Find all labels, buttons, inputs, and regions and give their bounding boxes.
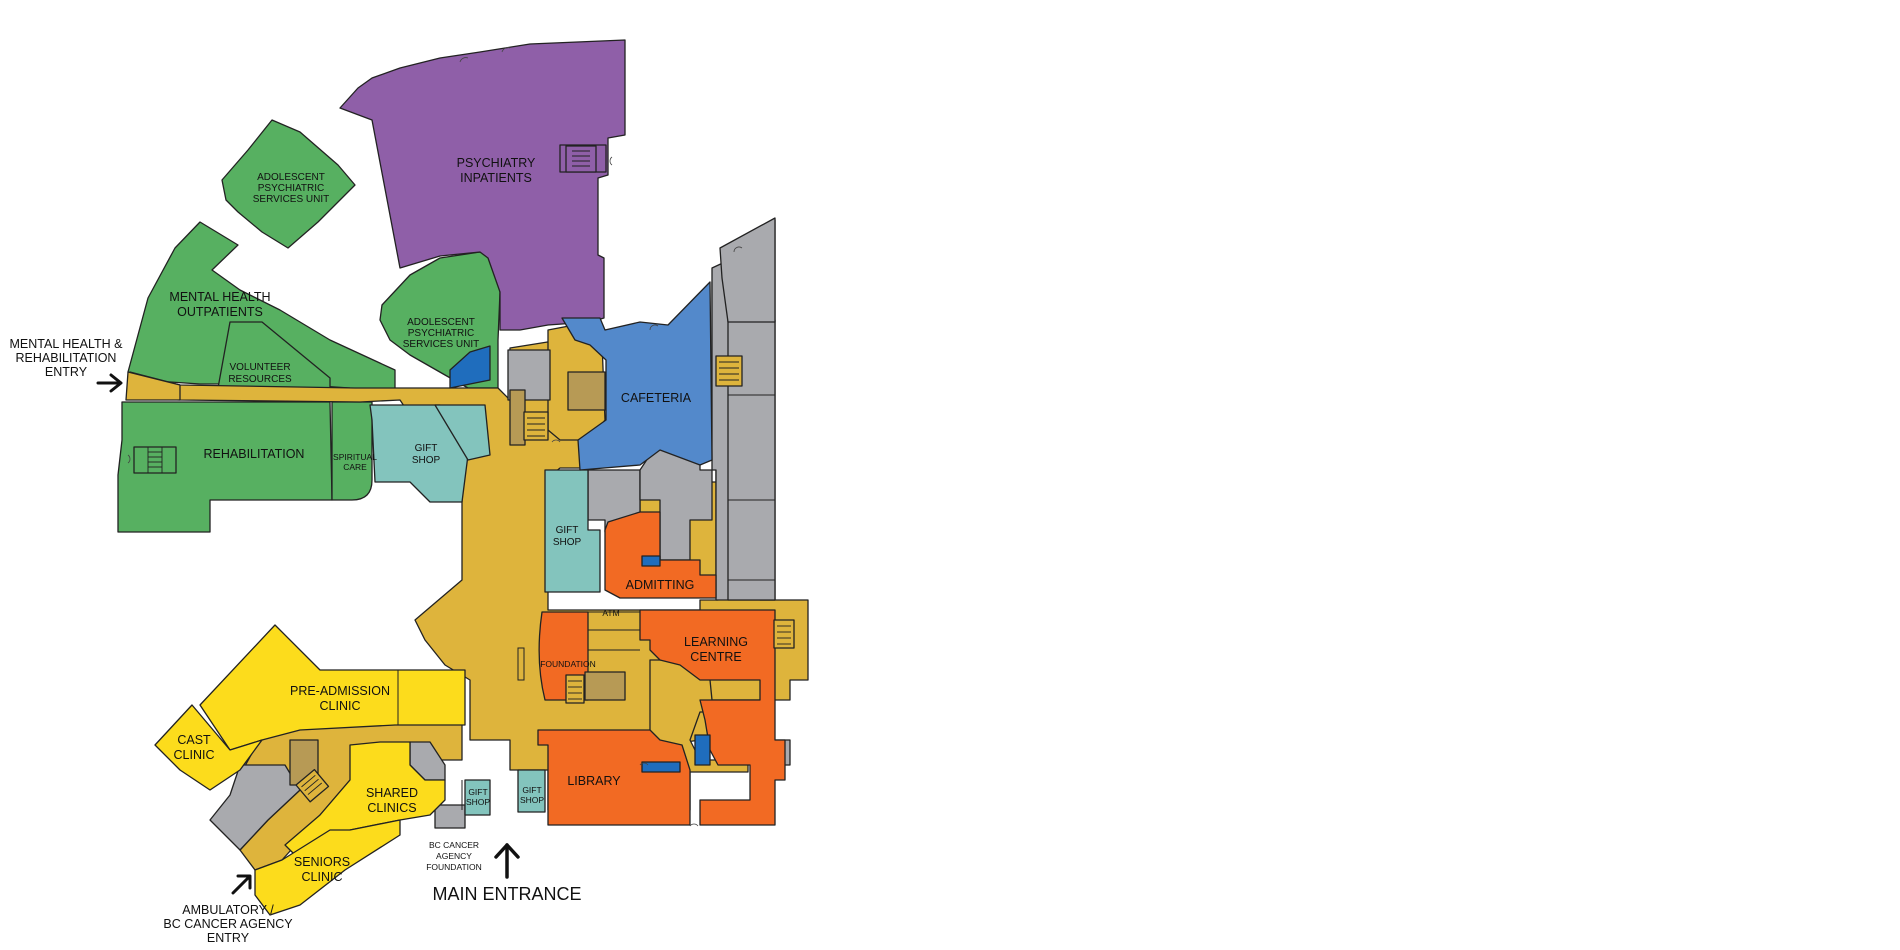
stairs-learning: [773, 619, 795, 649]
label-rehabilitation: REHABILITATION: [204, 447, 305, 461]
stairs-foundation: [565, 674, 585, 704]
service-bc-cancer: [434, 804, 466, 829]
doors: [127, 47, 743, 827]
accent-blue-3: [694, 734, 711, 766]
label-foundation: FOUNDATION: [540, 659, 596, 669]
accent-blue-1: [449, 345, 491, 389]
accent-blue-4: [641, 761, 681, 773]
stair-tan-2: [509, 389, 526, 446]
label-cafeteria: CAFETERIA: [621, 391, 692, 405]
stairs-caf: [715, 355, 743, 387]
zone-admitting[interactable]: [604, 511, 717, 599]
service-west-clinic: [209, 764, 301, 851]
arrow-main-entrance: [494, 843, 520, 879]
arrow-mental-health-entry: [96, 373, 123, 393]
stair-tan-3: [584, 671, 626, 701]
zone-gift-shop-3[interactable]: [464, 779, 491, 816]
service-east-tower-top: [719, 217, 776, 323]
label-library: LIBRARY: [567, 774, 621, 788]
zone-rehabilitation[interactable]: [117, 401, 333, 533]
zone-volunteer-resources[interactable]: [217, 321, 331, 389]
zone-seniors-clinic[interactable]: [254, 819, 401, 916]
partitions: [331, 394, 775, 810]
stairs-core: [523, 411, 549, 441]
zone-shared-clinics[interactable]: [284, 741, 446, 861]
zone-adolescent-upper[interactable]: [221, 119, 356, 249]
stairs-psych: [565, 145, 597, 173]
zone-learning-centre[interactable]: [639, 609, 786, 826]
corridor-west-entry: [125, 371, 181, 401]
arrow-ambulatory-entry: [231, 874, 252, 895]
zone-gift-shop-4[interactable]: [517, 769, 546, 813]
service-core-1: [507, 349, 551, 401]
zone-library[interactable]: [537, 729, 691, 826]
stairs-group: [133, 145, 795, 803]
stairs-rehab: [133, 446, 177, 474]
zone-cafeteria[interactable]: [561, 281, 713, 471]
zone-spiritual-care[interactable]: [331, 401, 373, 501]
stair-tan-1: [567, 371, 606, 411]
label-atm: ATM: [602, 608, 619, 618]
accent-blue-2: [641, 555, 661, 567]
zone-gift-shop-1b: [434, 404, 491, 461]
label-admitting: ADMITTING: [626, 578, 695, 592]
zone-psychiatry-inpatients[interactable]: [339, 39, 626, 331]
zone-cast-clinic[interactable]: [154, 704, 263, 791]
label-main-entrance: MAIN ENTRANCE: [432, 884, 581, 904]
zone-gift-shop-2[interactable]: [544, 469, 601, 593]
stairs-west-clinic: [295, 768, 330, 803]
